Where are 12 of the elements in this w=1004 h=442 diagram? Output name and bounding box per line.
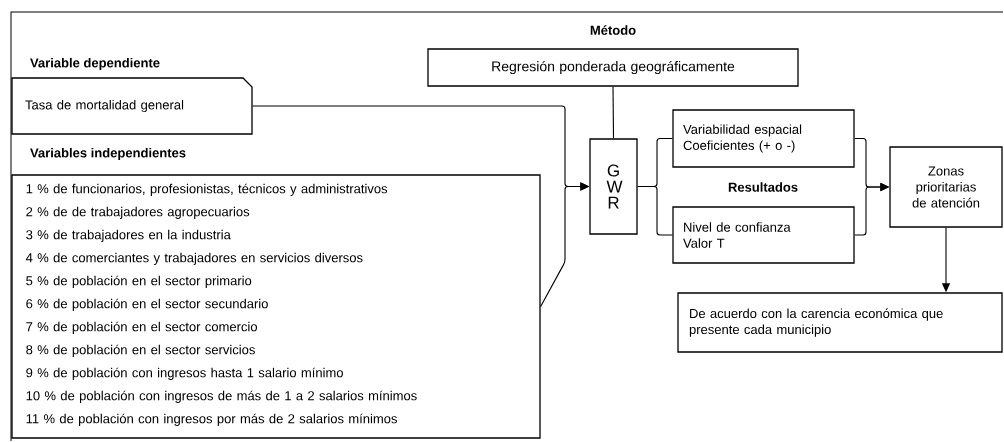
variable-list-box: Variables independientes 1 % de funcionarios, profesionistas, técnicos y administrativos 2 % de de trabajadores agropecuarios 3 % de trabajadores en la industria 4 % de comerciantes y trabajadores en servicios diversos 5 % de población en el sector primario 6 % de población en el sector secundario 7 % de población en el sector comercio 8 % de población en el sector servicios 9 % de población con ingresos hasta 1 salario mínimo 10 % de población con ingresos de más de 1 a 2 salarios mínimos 11 % de población con ingresos por más de 2 salarios mínimos (11, 147, 541, 439)
gwr-box: G W R (589, 138, 638, 235)
result-box: Nivel de confianza Valor T (672, 206, 855, 264)
result-box: Variabilidad espacial Coeficientes (+ o -) (672, 109, 855, 168)
section-label: Resultados (728, 182, 798, 192)
method-box: Método Regresión ponderada geográficamente (427, 25, 799, 87)
node-label: Método (590, 25, 636, 35)
variable-box: Variable dependiente Tasa de mortalidad general (11, 57, 253, 135)
note-box: De acuerdo con la carencia económica que presente cada municipio (677, 292, 1003, 353)
node-label: Variable dependiente (30, 57, 160, 71)
priority-zone-box: Zonas prioritarias de atención (889, 146, 1003, 228)
node-label: Variables independientes (30, 147, 186, 161)
